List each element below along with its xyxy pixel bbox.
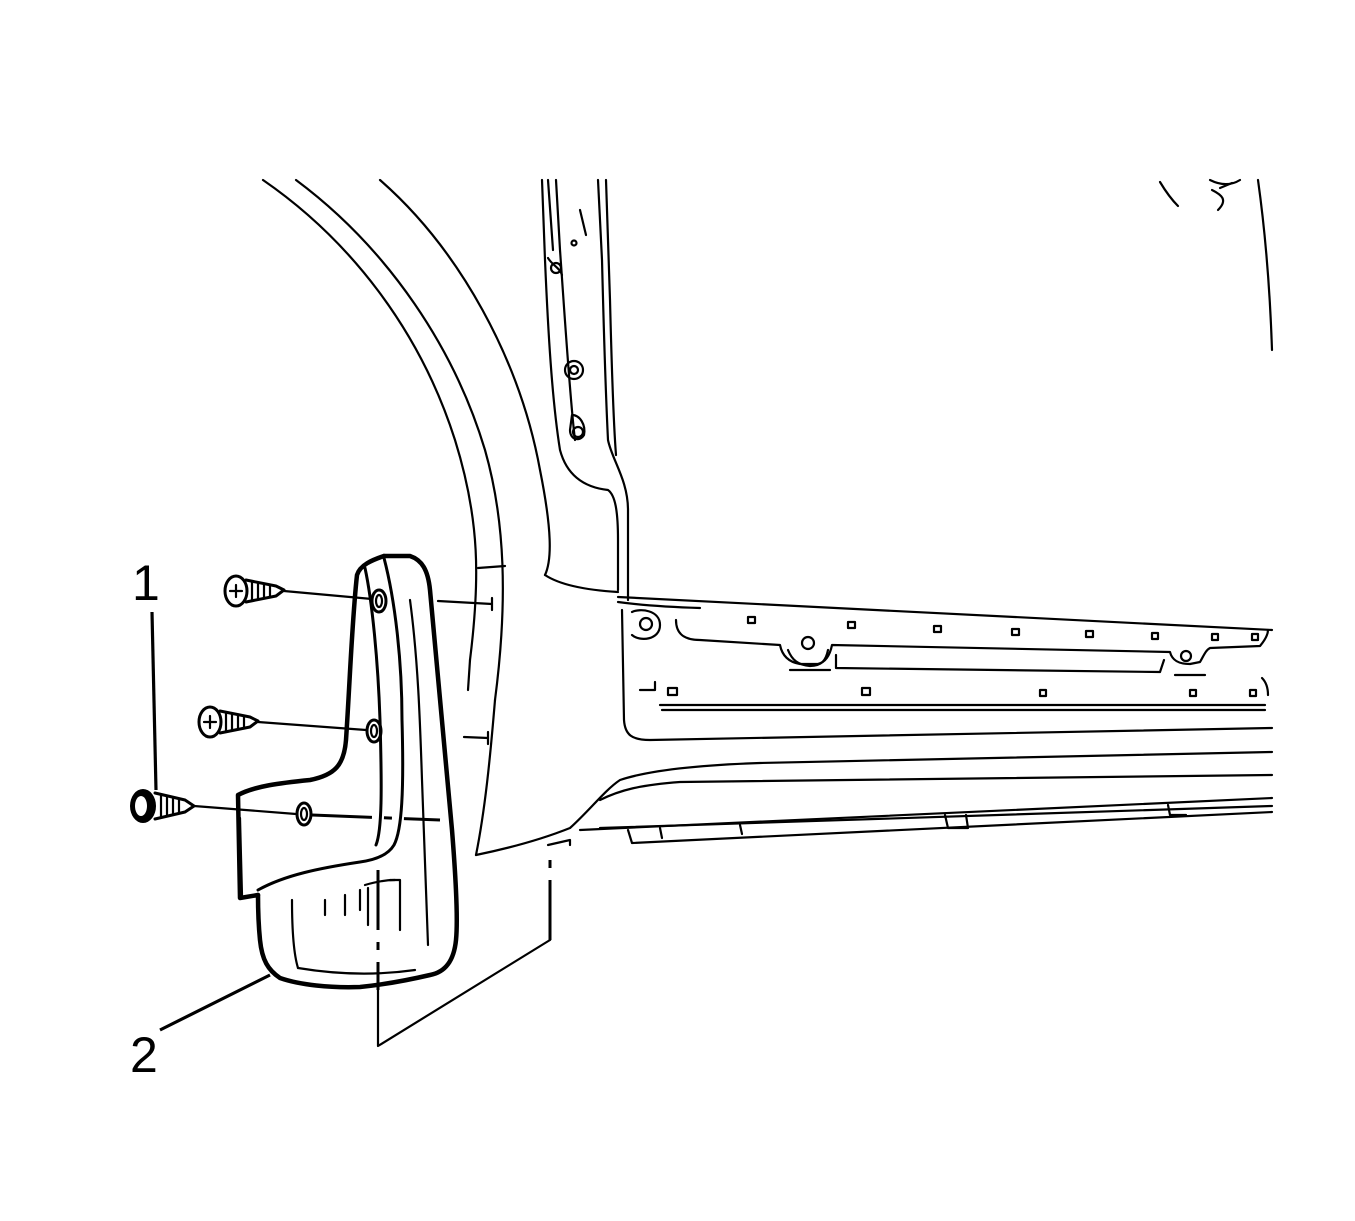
screw-top	[223, 574, 374, 608]
alignment-lines	[311, 596, 552, 1048]
door-pillar	[540, 178, 630, 602]
rocker-panel	[474, 595, 1274, 857]
rear-door-edge	[1158, 178, 1274, 352]
callout-leaders	[150, 611, 271, 1032]
callout-1-leader	[150, 611, 158, 791]
callout-2-leader	[159, 973, 271, 1032]
wheel-arch-outline	[261, 178, 551, 857]
callout-2-label: 2	[130, 1027, 158, 1083]
callout-1-label: 1	[132, 555, 160, 611]
screw-bottom	[130, 789, 298, 823]
mud-flap	[235, 553, 460, 990]
screw-middle	[197, 705, 368, 739]
